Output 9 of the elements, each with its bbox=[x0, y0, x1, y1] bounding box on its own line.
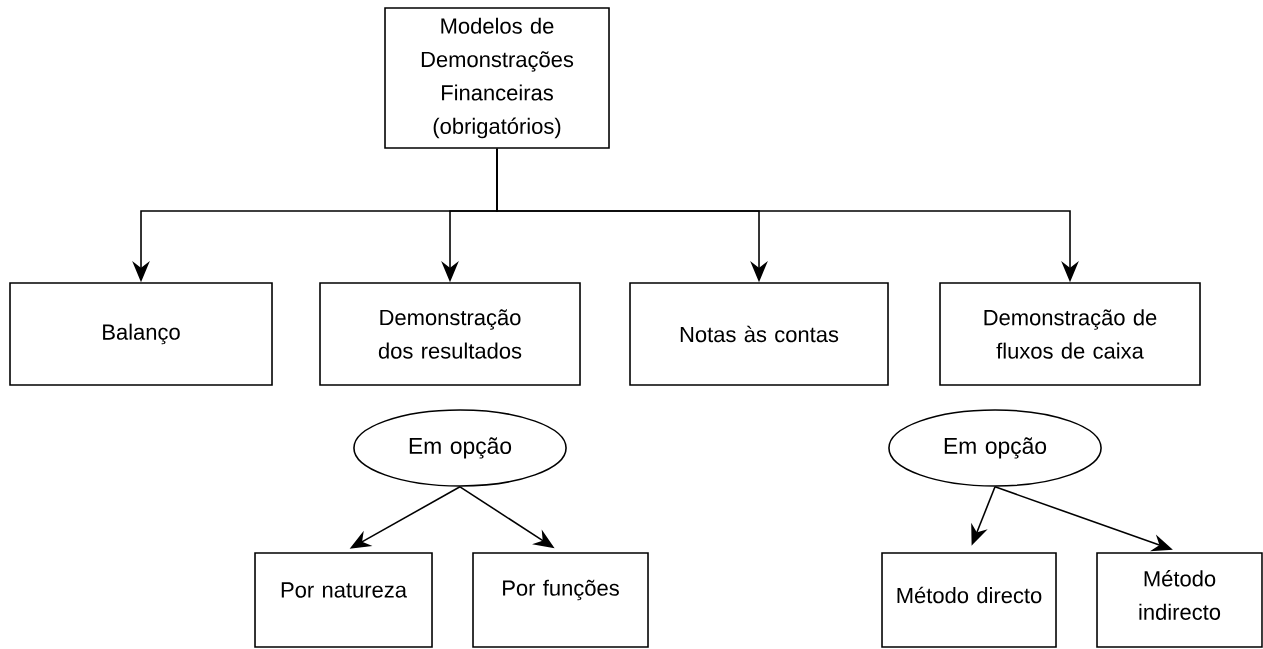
statement-box: Demonstração dos resultados bbox=[319, 282, 581, 386]
statement-box: Notas às contas bbox=[629, 282, 889, 386]
method-box: Método directo bbox=[881, 552, 1057, 648]
title-box: Modelos de Demonstrações Financeiras (obrigatórios) bbox=[384, 7, 610, 149]
statement-box: Balanço bbox=[9, 282, 273, 386]
statement-box: Demonstração de fluxos de caixa bbox=[939, 282, 1201, 386]
method-box: Por natureza bbox=[254, 552, 433, 648]
method-box: Por funções bbox=[472, 552, 649, 648]
method-box: Método indirecto bbox=[1096, 552, 1263, 648]
